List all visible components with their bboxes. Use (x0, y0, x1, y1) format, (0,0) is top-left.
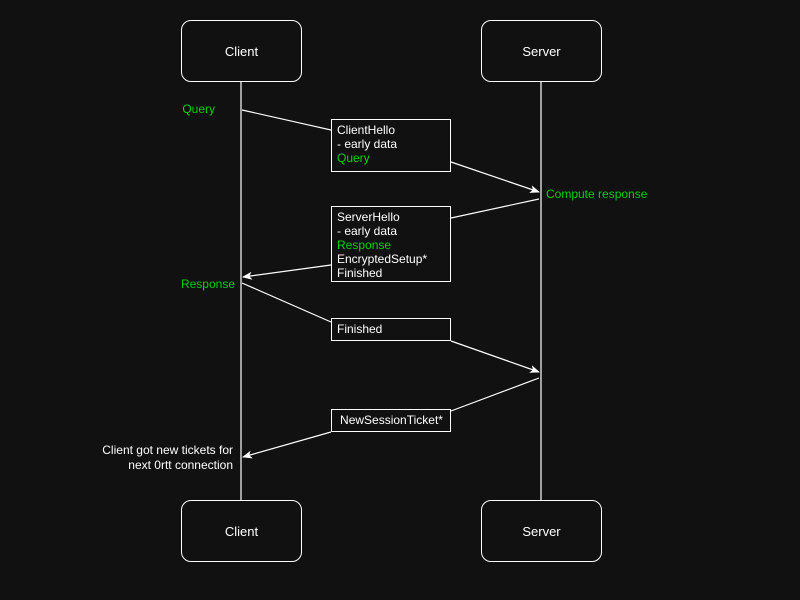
note-query-line-0: Query (182, 102, 215, 116)
note-compute-response-line-0: Compute response (546, 187, 648, 201)
actor-label-client-top: Client (224, 43, 259, 59)
note-response: Response (181, 277, 235, 292)
lifelines-group (240, 80, 542, 500)
message-line-server-hello-4: Finished (337, 266, 383, 280)
arrow-ticket-in (242, 431, 332, 459)
message-line-server-hello-0: ServerHello (337, 210, 400, 224)
message-line-server-hello-2: Response (337, 238, 392, 252)
actor-label-server-top: Server (522, 43, 561, 59)
message-line-new-session-ticket-0: NewSessionTicket* (340, 413, 443, 427)
actor-label-server-bottom: Server (522, 523, 561, 539)
message-line-server-hello-3: EncryptedSetup* (337, 252, 428, 266)
message-line-finished-0: Finished (337, 322, 383, 336)
arrow-query-out (241, 109, 332, 131)
actor-box-server-top: Server (481, 20, 602, 82)
message-line-server-hello-1: - early data (337, 224, 398, 238)
message-line-client-hello-2: Query (337, 151, 370, 165)
arrow-query-in (450, 161, 540, 193)
actor-box-client-bottom: Client (181, 500, 302, 562)
arrow-response-out (450, 198, 540, 219)
note-compute-response: Compute response (546, 187, 647, 202)
actor-box-client-top: Client (181, 20, 302, 82)
note-client-tickets-line-1: next 0rtt connection (128, 458, 233, 472)
arrow-response-in (242, 264, 332, 280)
arrow-ticket-out (450, 377, 540, 412)
actor-label-client-bottom: Client (224, 523, 259, 539)
arrows-group (241, 109, 540, 459)
note-query: Query (182, 102, 215, 117)
message-line-client-hello-0: ClientHello (337, 123, 396, 137)
message-line-client-hello-1: - early data (337, 137, 398, 151)
message-box-finished: Finished (331, 318, 451, 341)
message-box-new-session-ticket: NewSessionTicket* (331, 409, 451, 432)
note-client-tickets-line-0: Client got new tickets for (102, 443, 233, 457)
arrow-finished-in (450, 340, 540, 373)
arrow-finished-out (241, 282, 332, 323)
note-response-line-0: Response (180, 277, 235, 291)
actor-box-server-bottom: Server (481, 500, 602, 562)
